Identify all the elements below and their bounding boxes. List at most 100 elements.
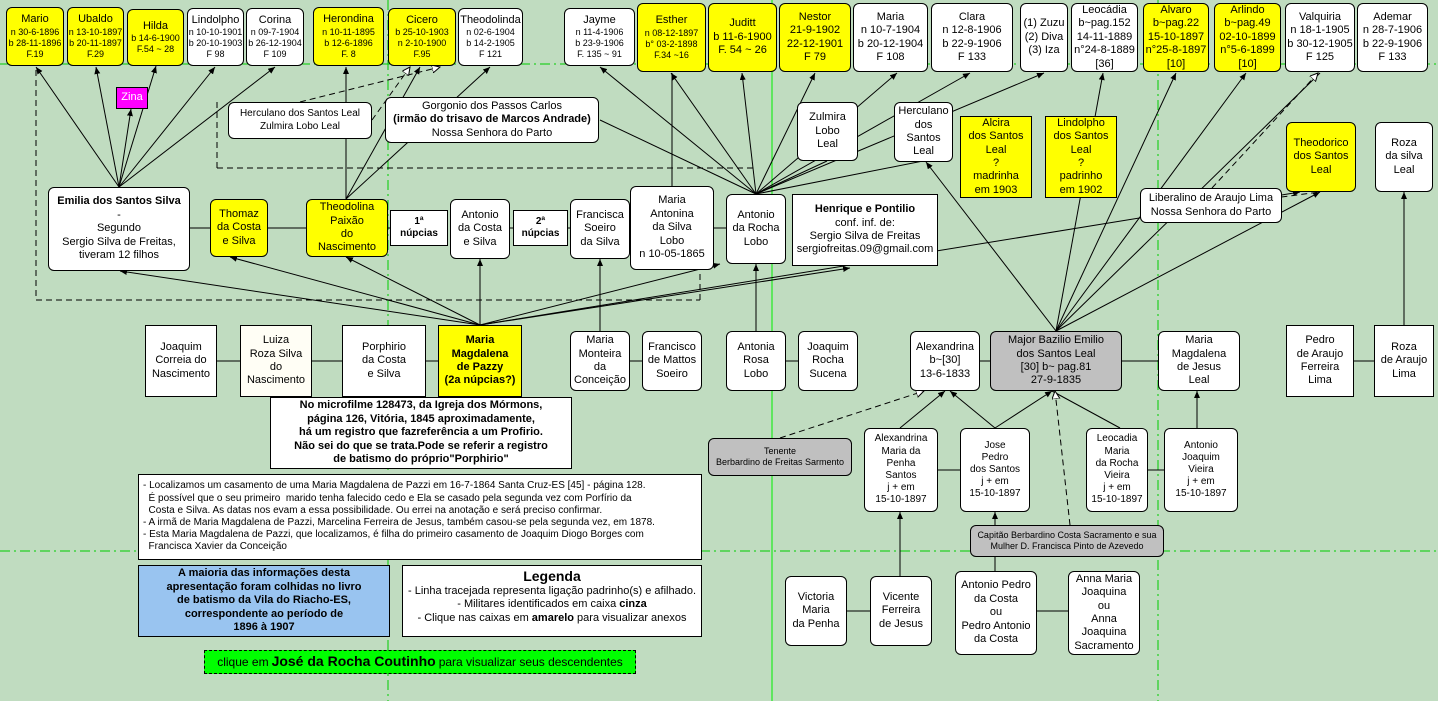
box-theodolina-line-3: Nascimento [317, 241, 377, 254]
box-joaquim-rs-line-1: Rocha [812, 354, 844, 367]
box-francisca-line-0: Francisca [576, 208, 624, 221]
note-line: Costa e Silva. As datas nos evam a essa … [143, 504, 603, 516]
link-suffix: para visualizar seus descendentes [438, 654, 623, 669]
box-porphirio-line-2: e Silva [367, 367, 401, 380]
box-gorgonio: Gorgonio dos Passos Carlos(irmão do tris… [385, 97, 599, 143]
box-nupcias2-line-1: núpcias [521, 228, 560, 239]
person-box-clara-line-3: F 133 [957, 50, 987, 63]
box-henrique-line-0: Henrique e Pontilio [814, 203, 916, 216]
person-box-ademar-line-3: F 133 [1378, 50, 1407, 63]
person-box-ademar-line-0: Ademar [1373, 10, 1412, 23]
child-arrow [899, 390, 946, 429]
box-microfilme: No microfilme 128473, da Igreja dos Mórm… [270, 397, 572, 469]
box-joaquim-rs-line-0: Joaquim [807, 340, 849, 353]
box-alcira-line-3: ? [992, 157, 1000, 169]
box-alexandrina-b-line-1: b~[30] [929, 354, 961, 367]
person-box-ubaldo-line-0: Ubaldo [78, 13, 113, 26]
person-box-cicero-line-0: Cicero [406, 13, 438, 26]
person-box-juditt-line-0: Juditt [729, 17, 756, 30]
note-line: É possível que o seu primeiro marido ten… [143, 492, 632, 504]
box-pedro-line-2: Ferreira [1300, 361, 1340, 373]
box-antonio-pedro-line-2: ou [989, 606, 1003, 619]
box-major-line-2: [30] b~ pag.81 [1020, 361, 1092, 373]
child-arrow [345, 256, 481, 326]
box-maria-mc-line-3: Conceição [574, 374, 626, 387]
box-maria-mag-line-1: Magdalena [451, 347, 509, 360]
box-maria-antonina-line-4: n 10-05-1865 [639, 248, 705, 261]
box-anna-maria-line-0: Anna Maria [1075, 572, 1133, 585]
person-box-leocadia_t-line-1: b~pag.152 [1078, 17, 1131, 30]
box-emilia-line-1: - [117, 208, 121, 221]
box-luiza-line-1: Roza Silva [249, 347, 303, 360]
person-box-ubaldo-line-2: b 20-11-1897 [69, 37, 122, 48]
person-box-theodolinda-line-2: b 14-2-1905 [466, 38, 515, 49]
person-box-herondina-line-3: F. 8 [341, 48, 356, 59]
box-capitao-line-0: Capitão Berbardino Costa Sacramento e su… [977, 530, 1157, 541]
sponsor-link [599, 119, 757, 195]
box-pedro-line-1: de Araujo [1296, 347, 1344, 360]
box-alexandrina-mps-line-0: Alexandrina [874, 433, 928, 445]
godparent-link [1055, 391, 1071, 526]
person-box-nestor-line-3: F 79 [803, 50, 826, 63]
box-tenente-line-1: Berbardino de Freitas Sarmento [715, 457, 845, 467]
person-box-cicero-line-1: b 25-10-1903 [395, 27, 449, 38]
person-box-hilda-line-0: Hilda [142, 19, 169, 32]
person-box-esther-line-3: F.34 ~16 [654, 49, 689, 60]
person-box-alvaro-line-2: 15-10-1897 [1147, 30, 1205, 43]
child-arrow [119, 269, 481, 326]
box-antonia-line-1: Rosa [743, 354, 769, 367]
box-theodolina-line-1: Paixão [330, 214, 364, 227]
box-zina[interactable]: Zina [116, 87, 148, 109]
person-box-corina-line-0: Corina [258, 13, 292, 26]
person-box-ubaldo-line-1: n 13-10-1897 [68, 26, 123, 37]
box-henrique-line-2: Sergio Silva de Freitas [809, 230, 921, 242]
legend-line-dashed: - Linha tracejada representa ligação pad… [407, 585, 696, 598]
box-alexandrina-mps-line-2: Penha [886, 457, 916, 469]
box-henrique-line-3: sergiofreitas.09@gmail.com [796, 243, 934, 256]
child-arrow [35, 66, 120, 188]
box-francisco-line-1: de Mattos [647, 354, 697, 367]
person-box-clara-line-1: n 12-8-1906 [942, 24, 1002, 37]
link-person-name[interactable]: José da Rocha Coutinho [271, 653, 436, 670]
descendants-link[interactable]: clique em José da Rocha Coutinho para vi… [204, 650, 636, 674]
box-maria-mag-line-2: de Pazzy [456, 361, 504, 373]
person-box-arlindo-line-3: n°5-6-1899 [1220, 44, 1275, 57]
box-porphirio-line-1: da Costa [361, 354, 407, 367]
box-leocadia-mrv-line-0: Leocadia [1096, 433, 1138, 445]
box-alcira-line-0: Alcira [982, 116, 1010, 129]
person-box-ademar-line-2: b 22-9-1906 [1362, 37, 1423, 50]
person-box-clara-line-0: Clara [958, 10, 986, 23]
box-maria-mjl-line-1: Magdalena [1171, 347, 1227, 360]
box-microfilme-line-0: No microfilme 128473, da Igreja dos Mórm… [299, 399, 543, 412]
box-theodorico-line-1: dos Santos [1293, 150, 1349, 163]
box-alexandrina-mps-line-1: Maria da [881, 445, 921, 457]
box-anna-maria-line-5: Sacramento [1074, 639, 1134, 652]
box-antonio-jv-line-0: Antonio [1184, 439, 1218, 451]
person-box-juditt-line-2: F. 54 ~ 26 [718, 44, 767, 57]
